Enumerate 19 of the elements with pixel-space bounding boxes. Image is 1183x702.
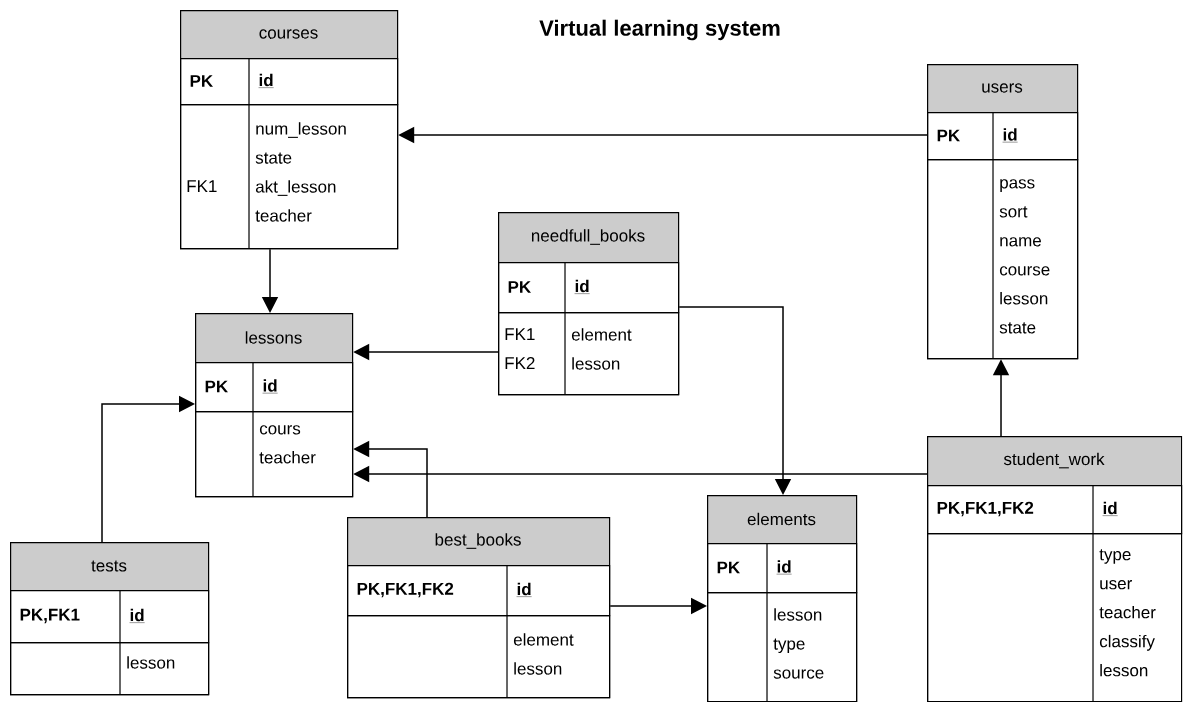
key-row: PK id [707,542,858,594]
diagram-title: Virtual learning system [539,19,780,41]
key-row: PK id [498,261,680,314]
key-row: PK id [195,361,354,413]
key-row: PK id [180,57,399,106]
key-row: PK,FK1,FK2 id [347,564,611,617]
key-row: PK id [927,111,1079,161]
attribute-row: cours teacher [195,410,354,498]
attribute-row: pass sort name course lesson state [927,158,1079,360]
attribute-row: FK1 FK2 element lesson [498,311,680,396]
attribute-row: FK1 num_lesson state akt_lesson teacher [180,103,399,250]
attribute-row: type user teacher classify lesson [927,532,1183,702]
arrow [678,306,792,495]
arrow [101,395,195,543]
key-row: PK,FK1 id [10,589,210,644]
attribute-row: element lesson [347,614,611,699]
key-row: PK,FK1,FK2 id [927,484,1183,535]
attribute-row: lesson type source [707,591,858,702]
attribute-row: lesson [10,641,210,696]
